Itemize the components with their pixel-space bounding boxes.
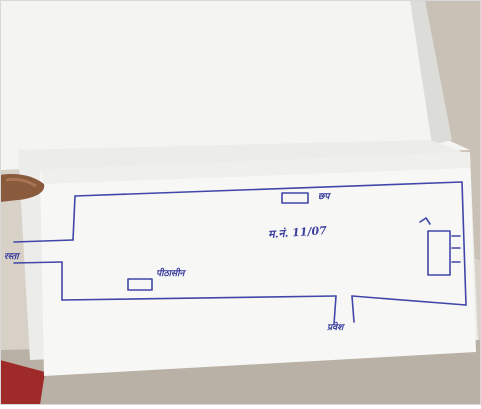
wall-right (461, 181, 467, 306)
wall-bottom-left (61, 295, 337, 301)
sketch-tick (419, 217, 431, 225)
paper-front-shade (40, 152, 470, 184)
sketch-right-block (427, 230, 451, 276)
label-lower-box: पीठासीन (156, 269, 185, 279)
wall-bottom-right (351, 295, 467, 306)
sketch-lower-box (127, 278, 153, 291)
sketch-right-block-marks (451, 235, 461, 263)
sketch-top-box (281, 192, 309, 204)
paper-back-sheet (0, 0, 470, 170)
entrance-line-right (351, 295, 355, 323)
paper-back-shadow (410, 0, 452, 145)
wall-left-upper (72, 195, 76, 241)
wall-top (74, 181, 463, 197)
left-gap-line-upper (13, 239, 74, 243)
floor-plan-sketch (13, 181, 467, 325)
hand-highlight (5, 177, 37, 188)
left-gap-line-lower (13, 261, 63, 264)
entrance-line-left (333, 295, 337, 325)
label-entrance: प्रवेश (327, 323, 344, 333)
label-left-road: रस्ता (4, 252, 19, 262)
paper-front-sheet (40, 152, 476, 376)
hand-fingertips (0, 174, 45, 202)
label-top-box: छप (318, 192, 330, 202)
red-fabric-corner (0, 360, 45, 405)
